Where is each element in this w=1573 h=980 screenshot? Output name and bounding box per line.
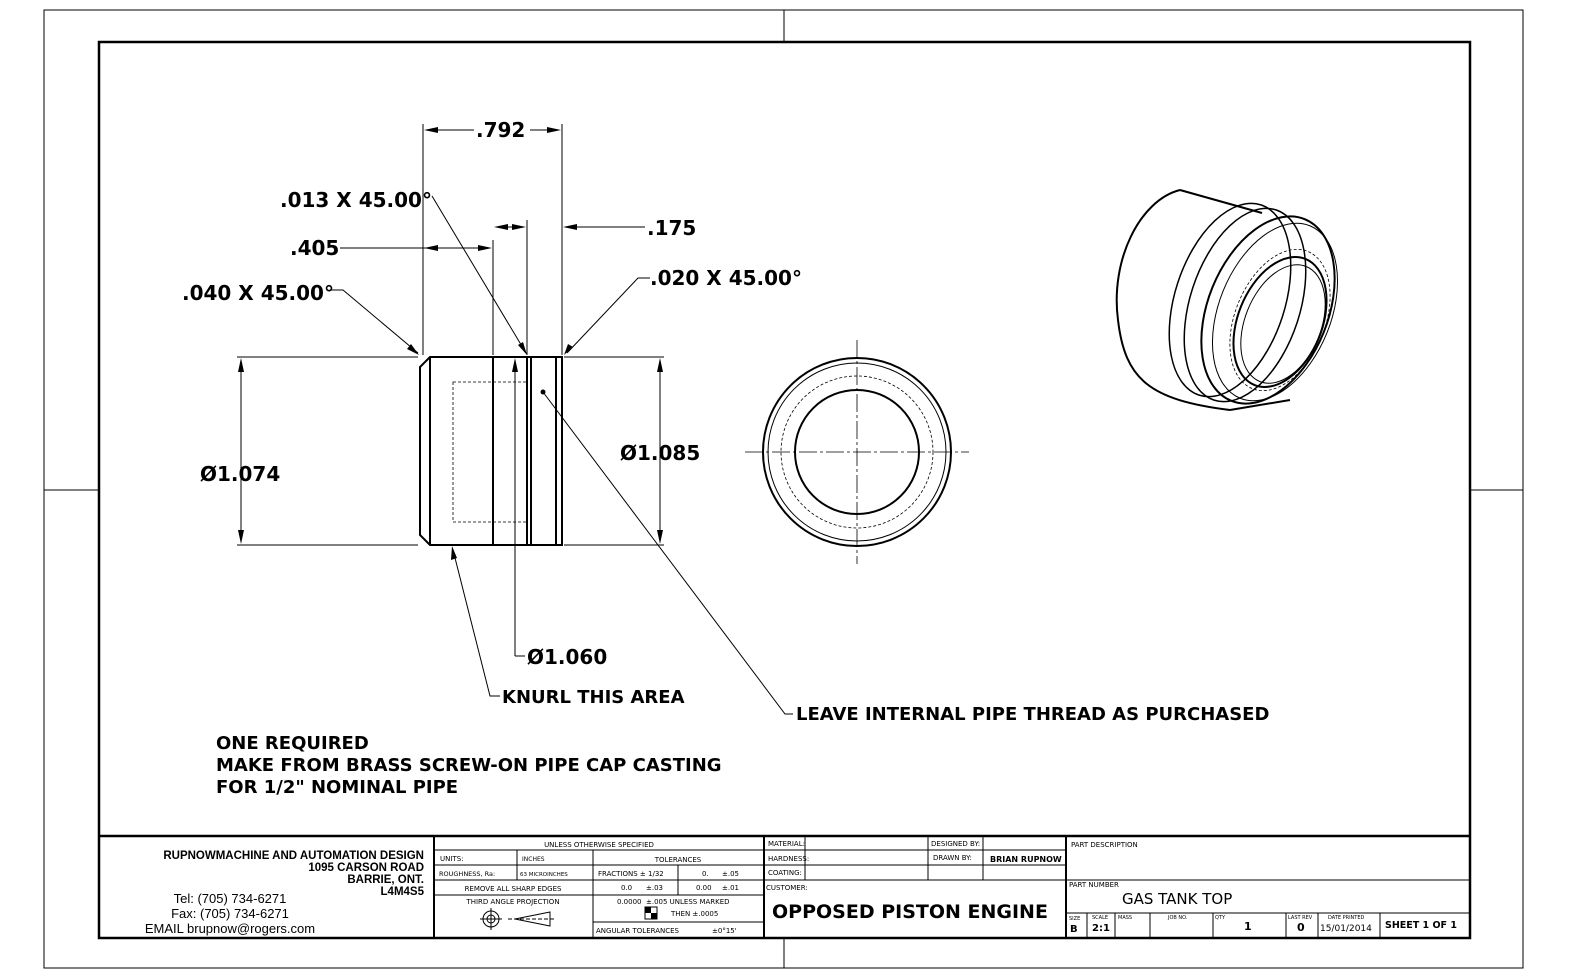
last-rev-label: LAST REV [1288,915,1313,921]
coating-label: COATING: [768,869,802,877]
qty-label: QTY [1215,915,1226,921]
part-number-label: PART NUMBER [1069,881,1119,889]
dimension-arrows [238,127,663,560]
thread-callout: LEAVE INTERNAL PIPE THREAD AS PURCHASED [796,704,1269,725]
tol-header: UNLESS OTHERWISE SPECIFIED [544,841,654,849]
company-name: RUPNOWMACHINE AND AUTOMATION DESIGN [163,850,424,862]
company-postal: L4M4S5 [381,886,425,898]
note-line: FOR 1/2" NOMINAL PIPE [216,777,458,798]
company-city: BARRIE, ONT. [347,874,424,886]
tol-then: THEN ±.0005 [670,910,718,918]
drawing-border [97,40,1472,940]
qty-value: 1 [1244,920,1252,933]
company-fax: Fax: (705) 734-6271 [171,906,289,921]
front-view [745,340,969,564]
part-number-value: GAS TANK TOP [1122,890,1232,908]
drawn-by-value: BRIAN RUPNOW [990,855,1062,864]
size-label: SIZE [1069,916,1080,922]
designed-by-label: DESIGNED BY: [931,840,980,848]
third-angle-projection-icon [480,908,555,930]
side-view: .792 .013 X 45.00° .405 .175 .040 X 45.0… [182,118,1269,725]
fractions: FRACTIONS ± 1/32 [598,870,664,878]
size-value: B [1070,924,1078,935]
part-description-label: PART DESCRIPTION [1071,841,1138,849]
title-block: RUPNOWMACHINE AND AUTOMATION DESIGN 1095… [99,834,1470,938]
mass-label: MASS [1118,915,1132,921]
hardness-label: HARDNESS: [768,855,809,863]
material-label: MATERIAL: [768,840,805,848]
sheet-number: SHEET 1 OF 1 [1385,920,1457,931]
units-label: UNITS: [440,855,464,863]
tol-x2-value: ±.01 [722,884,739,892]
sharp-edges-note: REMOVE ALL SHARP EDGES [465,885,562,893]
dim-chamfer-right: .020 X 45.00° [650,266,802,290]
roughness-label: ROUGHNESS, Ra: [439,870,495,878]
tol-x1-value: ±.03 [646,884,663,892]
tol-x0-value: ±.05 [722,870,739,878]
company-address: 1095 CARSON ROAD [308,862,424,874]
date-printed-value: 15/01/2014 [1320,924,1372,934]
projection-label: THIRD ANGLE PROJECTION [465,898,559,906]
company-tel: Tel: (705) 734-6271 [174,891,287,906]
scale-label: SCALE [1092,915,1108,921]
dim-chamfer-top: .013 X 45.00° [280,188,432,212]
tol-x2: 0.00 [696,884,712,892]
job-number-label: JOB NO. [1167,915,1188,921]
tol-x0: 0. [702,870,709,878]
dim-dia-right: Ø1.085 [620,441,700,465]
dim-chamfer-left: .040 X 45.00° [182,281,334,305]
isometric-view [1115,189,1339,411]
general-notes: ONE REQUIRED MAKE FROM BRASS SCREW-ON PI… [216,733,722,798]
drawn-by-label: DRAWN BY: [933,854,972,862]
note-line: MAKE FROM BRASS SCREW-ON PIPE CAP CASTIN… [216,755,722,776]
tol-x4: 0.0000 [617,898,642,906]
dim-dia-groove: Ø1.060 [527,645,607,669]
dim-dia-left: Ø1.074 [200,462,280,486]
roughness-value: 63 MICROINCHES [520,872,568,878]
tol-x1: 0.0 [621,884,632,892]
dim-overall-length: .792 [476,118,525,142]
dim-right-length: .175 [647,216,696,240]
note-line: ONE REQUIRED [216,733,369,754]
outer-frame [43,9,1524,969]
date-printed-label: DATE PRINTED [1328,915,1365,921]
angular-value: ±0°15' [712,927,737,935]
scale-value: 2:1 [1092,923,1110,934]
datum-symbol-icon [644,906,658,920]
dim-knurl-length: .405 [290,236,339,260]
angular-label: ANGULAR TOLERANCES [596,927,680,935]
zone-marks [44,10,1523,968]
knurl-callout: KNURL THIS AREA [502,687,685,708]
company-email: EMAIL brupnow@rogers.com [145,921,315,936]
tolerances-header: TOLERANCES [654,856,702,864]
customer-value: OPPOSED PISTON ENGINE [772,901,1048,923]
tol-x4-value: ±.005 UNLESS MARKED [646,898,730,906]
last-rev-value: 0 [1297,921,1305,934]
customer-label: CUSTOMER: [766,884,808,892]
units-value: INCHES [522,856,545,863]
